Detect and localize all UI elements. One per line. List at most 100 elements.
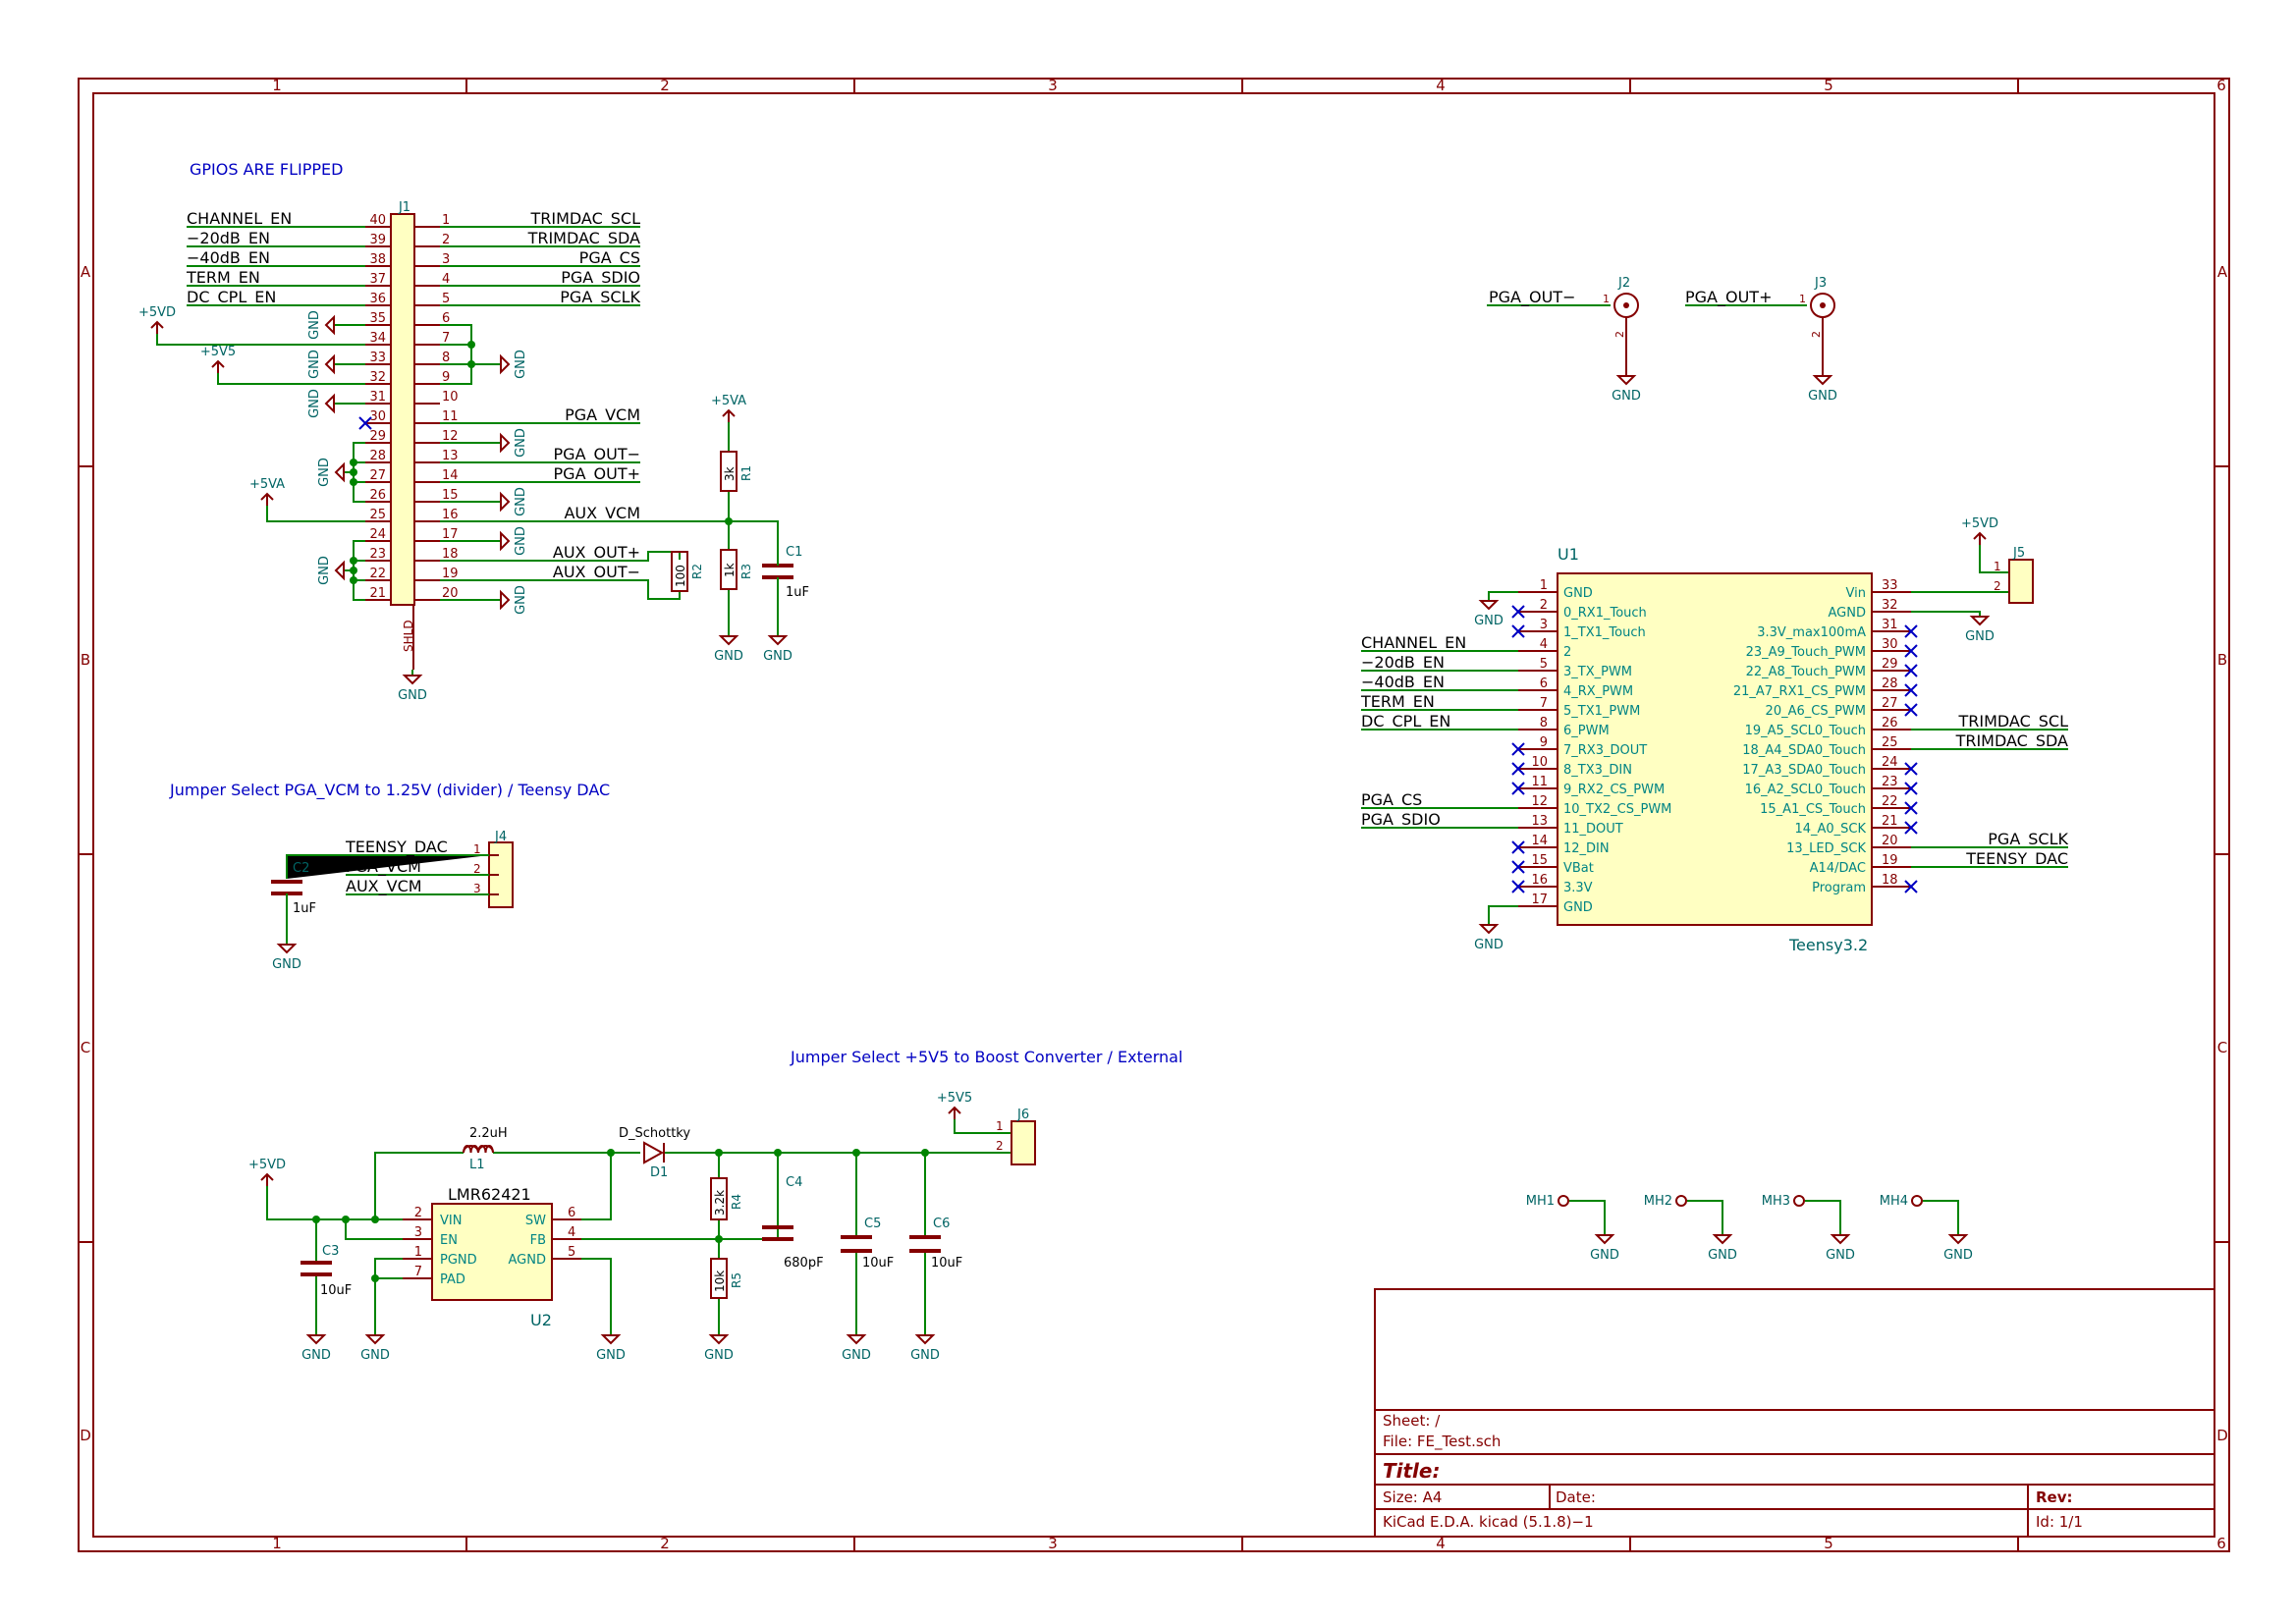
gnd-label: GND xyxy=(514,526,528,556)
gnd-label: GND xyxy=(514,487,528,516)
u1-pin-name: 16_A2_SCL0_Touch xyxy=(1745,783,1866,797)
no-connect-mark xyxy=(1511,762,1525,776)
u1-pin-name: 13_LED_SCK xyxy=(1786,841,1866,856)
j1-pin-number: 16 xyxy=(442,508,459,522)
u1-pin-name: 3.3V_max100mA xyxy=(1757,625,1866,640)
u2-value: LMR62421 xyxy=(448,1185,531,1204)
net-label: AUX_VCM xyxy=(346,877,422,896)
d1-value: D_Schottky xyxy=(619,1126,690,1141)
frame-row-label: C xyxy=(2217,1039,2227,1056)
u1-pin-name: A14/DAC xyxy=(1810,861,1866,876)
r5-value: 10k xyxy=(713,1271,727,1292)
capacitor-c3: C3 10uF xyxy=(301,1244,352,1298)
u2-pin-name: SW xyxy=(525,1214,546,1228)
d1-ref: D1 xyxy=(650,1165,668,1180)
u1-pin-number: 5 xyxy=(1540,657,1548,672)
u1-pin-name: 21_A7_RX1_CS_PWM xyxy=(1733,684,1866,699)
mh-label: MH1 xyxy=(1526,1194,1555,1209)
j5-pin: 2 xyxy=(1994,579,2001,593)
u1-pin-name: 3_TX_PWM xyxy=(1563,665,1632,679)
no-connect-mark xyxy=(1511,860,1525,874)
u1-right-pins: 33Vin32AGND313.3V_max100mA3023_A9_Touch_… xyxy=(1733,578,1918,895)
no-connect-mark xyxy=(1904,664,1918,677)
net-label: CHANNEL_EN xyxy=(1361,633,1466,653)
c1-ref: C1 xyxy=(786,545,802,560)
c2-ref: C2 xyxy=(293,861,309,876)
u2-pin-number: 6 xyxy=(568,1206,575,1220)
frame-row-labels: A B C D A B C D xyxy=(80,263,2228,1444)
net-label: TERM_EN xyxy=(186,268,260,288)
u1-pin-name: 0_RX1_Touch xyxy=(1563,606,1647,621)
frame-col-label: 3 xyxy=(1048,77,1058,94)
no-connect-mark xyxy=(1904,703,1918,717)
no-connect-mark xyxy=(1511,624,1525,638)
gnd-label: GND xyxy=(1808,389,1837,404)
gnd-icon xyxy=(334,560,345,581)
u1-pin-number: 27 xyxy=(1882,696,1898,711)
u1-pin-name: 19_A5_SCL0_Touch xyxy=(1745,724,1866,738)
connector-j1: J1 SHLD 40393837363534333231302928272625… xyxy=(186,200,641,670)
gnd-icon xyxy=(364,1334,386,1345)
net-label: −20dB_EN xyxy=(187,229,270,248)
net-label: PGA_SDIO xyxy=(561,268,640,288)
net-label: AUX_OUT− xyxy=(553,563,640,582)
r5-ref: R5 xyxy=(730,1272,743,1288)
u1-pin-number: 16 xyxy=(1531,873,1548,888)
u1-pin-number: 11 xyxy=(1531,775,1548,789)
frame-col-label: 5 xyxy=(1824,77,1833,94)
c5-value: 10uF xyxy=(862,1256,894,1271)
u1-pin-name: Program xyxy=(1812,881,1866,895)
u1-pin-number: 23 xyxy=(1882,775,1898,789)
no-connect-mark xyxy=(1904,801,1918,815)
u2-pin-number: 4 xyxy=(568,1225,575,1240)
j1-pin-number: 30 xyxy=(369,409,386,424)
net-label: TRIMDAC_SCL xyxy=(529,209,640,229)
resistor-r1: 3k R1 xyxy=(720,451,753,492)
title-file: File: FE_Test.sch xyxy=(1383,1433,1501,1451)
gnd-icon xyxy=(305,1334,327,1345)
c1-value: 1uF xyxy=(786,585,809,600)
gnd-icon xyxy=(324,353,335,375)
mh-label: MH2 xyxy=(1644,1194,1672,1209)
u1-pin-number: 4 xyxy=(1540,637,1548,652)
j1-pin-number: 2 xyxy=(442,233,450,247)
u1-pin-name: 18_A4_SDA0_Touch xyxy=(1742,743,1866,758)
j1-right-net-labels: TRIMDAC_SCL TRIMDAC_SDA PGA_CS PGA_SDIO … xyxy=(527,209,641,582)
u1-pin-number: 32 xyxy=(1882,598,1898,613)
jumper-j6: J6 1 2 xyxy=(996,1108,1036,1165)
u1-pin-number: 22 xyxy=(1882,794,1898,809)
net-label: −40dB_EN xyxy=(1361,673,1445,692)
boost-junctions xyxy=(312,1149,929,1282)
j1-pin-number: 15 xyxy=(442,488,459,503)
gnd-label: GND xyxy=(272,957,301,972)
j1-pin-number: 17 xyxy=(442,527,459,542)
gnd-label: GND xyxy=(704,1348,734,1363)
net-label: PGA_OUT+ xyxy=(554,464,640,484)
u1-pin-number: 31 xyxy=(1882,618,1898,632)
u1-pin-number: 19 xyxy=(1882,853,1898,868)
u1-pin-name: 10_TX2_CS_PWM xyxy=(1563,802,1671,817)
frame-col-label: 6 xyxy=(2216,77,2226,94)
frame-row-label: B xyxy=(2217,651,2227,669)
frame-row-label: D xyxy=(2216,1427,2228,1444)
gnd-icon xyxy=(1594,1234,1615,1245)
j4-pin: 2 xyxy=(473,862,481,876)
u1-pin-name: 12_DIN xyxy=(1563,841,1610,856)
frame-col-label: 2 xyxy=(660,77,670,94)
frame-row-label: D xyxy=(80,1427,91,1444)
u1-pin-number: 2 xyxy=(1540,598,1548,613)
supply-label: +5V5 xyxy=(937,1091,972,1106)
gnd-label: GND xyxy=(307,389,322,418)
j1-pin-number: 22 xyxy=(369,567,386,581)
gnd-label: GND xyxy=(360,1348,390,1363)
teensy-u1: U1 Teensy3.2 1GND20_RX1_Touch31_TX1_Touc… xyxy=(1360,545,2069,954)
gnd-icon xyxy=(500,353,511,375)
r2-ref: R2 xyxy=(690,564,704,579)
c5-ref: C5 xyxy=(864,1217,881,1231)
gnd-label: GND xyxy=(1590,1248,1619,1263)
frame-col-label: 4 xyxy=(1436,77,1446,94)
u1-pin-name: 23_A9_Touch_PWM xyxy=(1746,645,1866,660)
j1-pin-number: 34 xyxy=(369,331,386,346)
gnd-icon xyxy=(1812,375,1833,386)
j1-pin-number: 35 xyxy=(369,311,386,326)
